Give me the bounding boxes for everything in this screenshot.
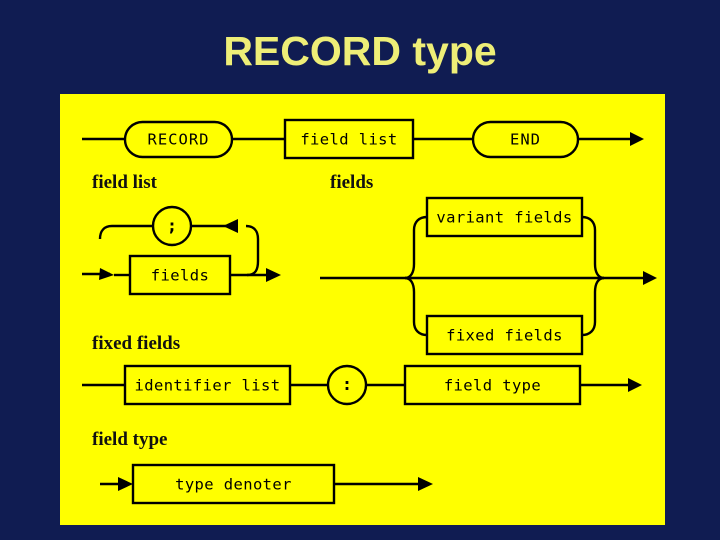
nonterminal-variant-fields-label: variant fields bbox=[436, 209, 572, 227]
arrow-right-icon bbox=[643, 271, 657, 285]
diagram-fixed-fields: identifier list : field type bbox=[60, 356, 665, 416]
arrow-right-icon-entry bbox=[118, 477, 133, 491]
rail-branch-down bbox=[404, 276, 428, 337]
rail-variant-exit bbox=[581, 215, 605, 280]
nonterminal-field-type-label: field type bbox=[444, 377, 541, 395]
nonterminal-identifier-list bbox=[123, 364, 292, 406]
nonterminal-variant-fields bbox=[425, 196, 584, 238]
terminal-end-label: END bbox=[510, 131, 541, 149]
caption-fields: fields bbox=[330, 172, 374, 193]
caption-fixed-fields: fixed fields bbox=[92, 333, 181, 354]
nonterminal-fields bbox=[128, 254, 232, 296]
nonterminal-identifier-list-label: identifier list bbox=[135, 377, 281, 395]
diagram-field-list: fields ; bbox=[60, 199, 360, 309]
page-title: RECORD type bbox=[223, 28, 497, 74]
arrow-right-icon bbox=[628, 378, 642, 392]
terminal-semicolon-label: ; bbox=[167, 216, 177, 236]
nonterminal-type-denoter-label: type denoter bbox=[175, 476, 292, 494]
arrow-right-icon bbox=[99, 268, 114, 280]
caption-field-list: field list bbox=[92, 172, 157, 193]
arrow-right-icon-exit bbox=[266, 268, 281, 282]
rail-fixed-exit bbox=[581, 276, 605, 337]
nonterminal-fields-label: fields bbox=[151, 267, 209, 285]
nonterminal-fixed-fields-label: fixed fields bbox=[446, 327, 563, 345]
terminal-colon-label: : bbox=[342, 375, 352, 395]
diagram-fields: variant fields fixed fields bbox=[315, 194, 665, 356]
diagram-record-type: RECORD field list END bbox=[60, 94, 665, 174]
nonterminal-type-denoter bbox=[131, 463, 336, 505]
arrow-right-icon bbox=[418, 477, 433, 491]
rail-loop-up bbox=[245, 224, 260, 277]
arrow-right-icon bbox=[630, 132, 644, 146]
rail-loop-left bbox=[98, 224, 153, 240]
rail-branch-up bbox=[404, 215, 428, 280]
caption-field-type: field type bbox=[92, 429, 168, 450]
nonterminal-field-list-label: field list bbox=[300, 131, 397, 149]
terminal-record-label: RECORD bbox=[148, 131, 210, 149]
diagram-panel: RECORD field list END field list fields bbox=[60, 94, 665, 525]
nonterminal-fixed-fields bbox=[425, 314, 584, 356]
diagram-field-type: type denoter bbox=[60, 454, 665, 514]
